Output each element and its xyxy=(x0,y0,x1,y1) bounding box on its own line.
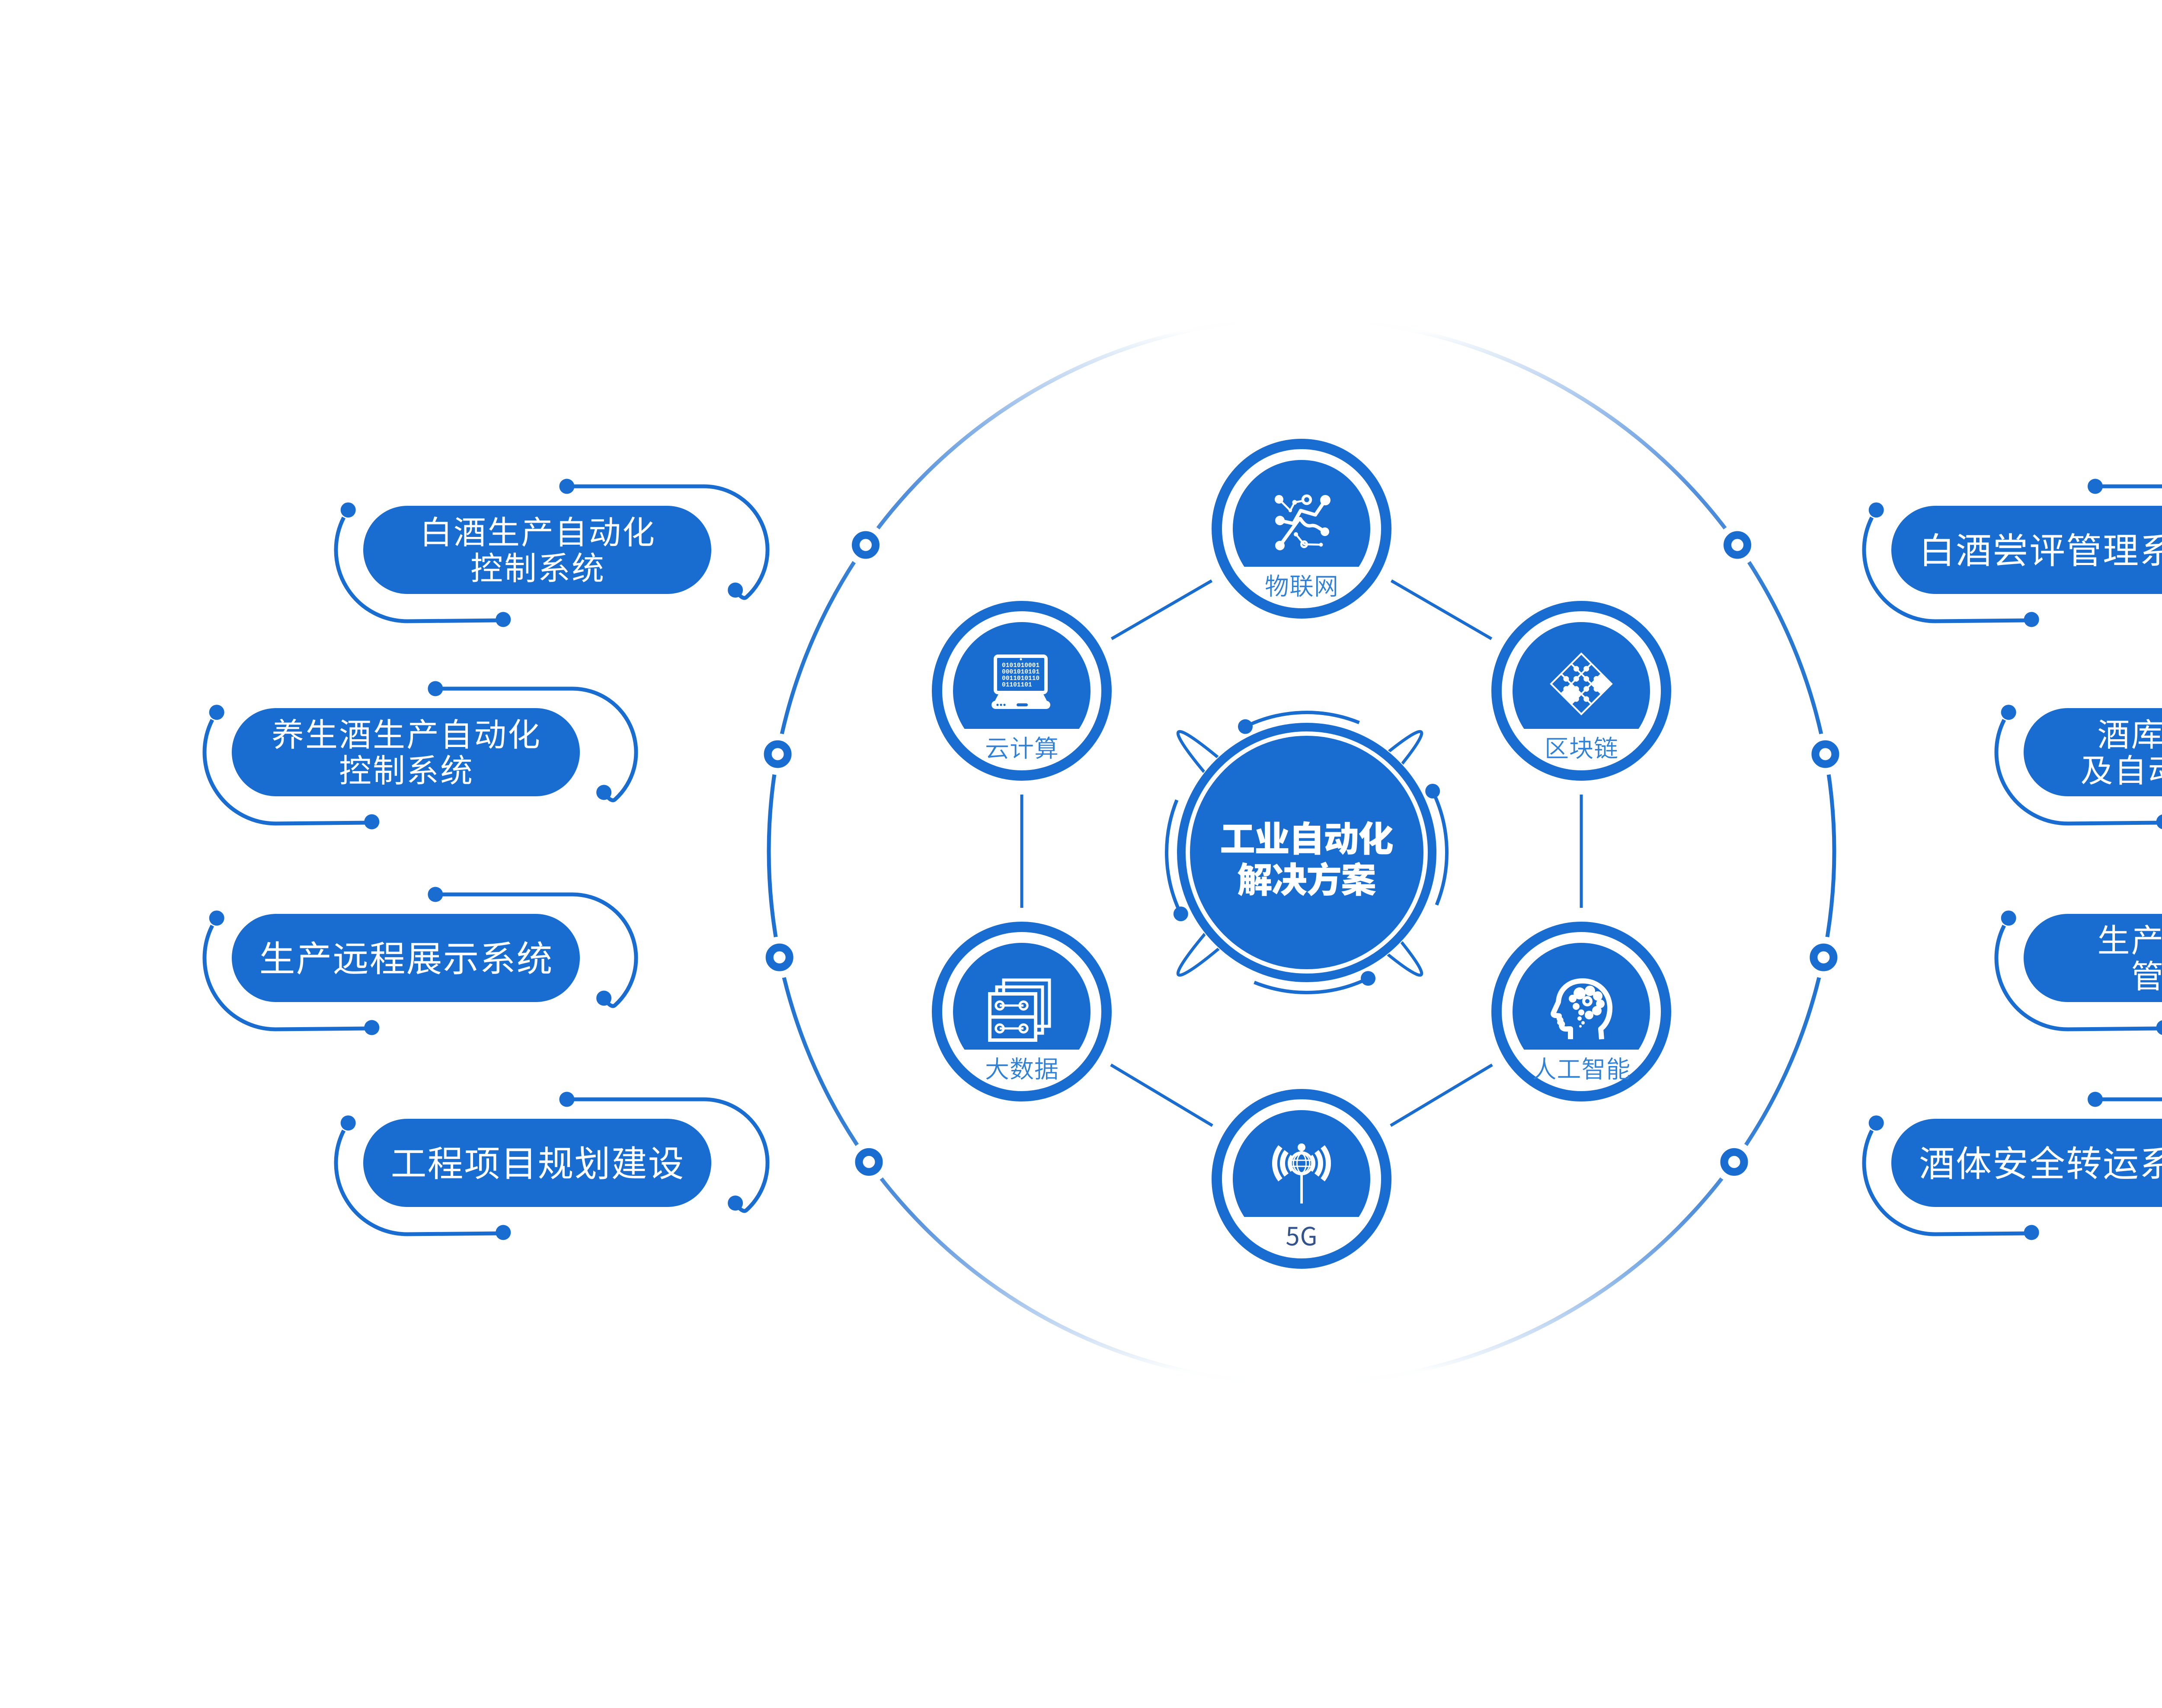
svg-text:0101010001: 0101010001 xyxy=(1002,662,1039,669)
svg-text:0001010101: 0001010101 xyxy=(1002,669,1039,676)
svg-text:0011010110: 0011010110 xyxy=(1002,675,1039,682)
svg-text:01101101: 01101101 xyxy=(1002,682,1032,689)
